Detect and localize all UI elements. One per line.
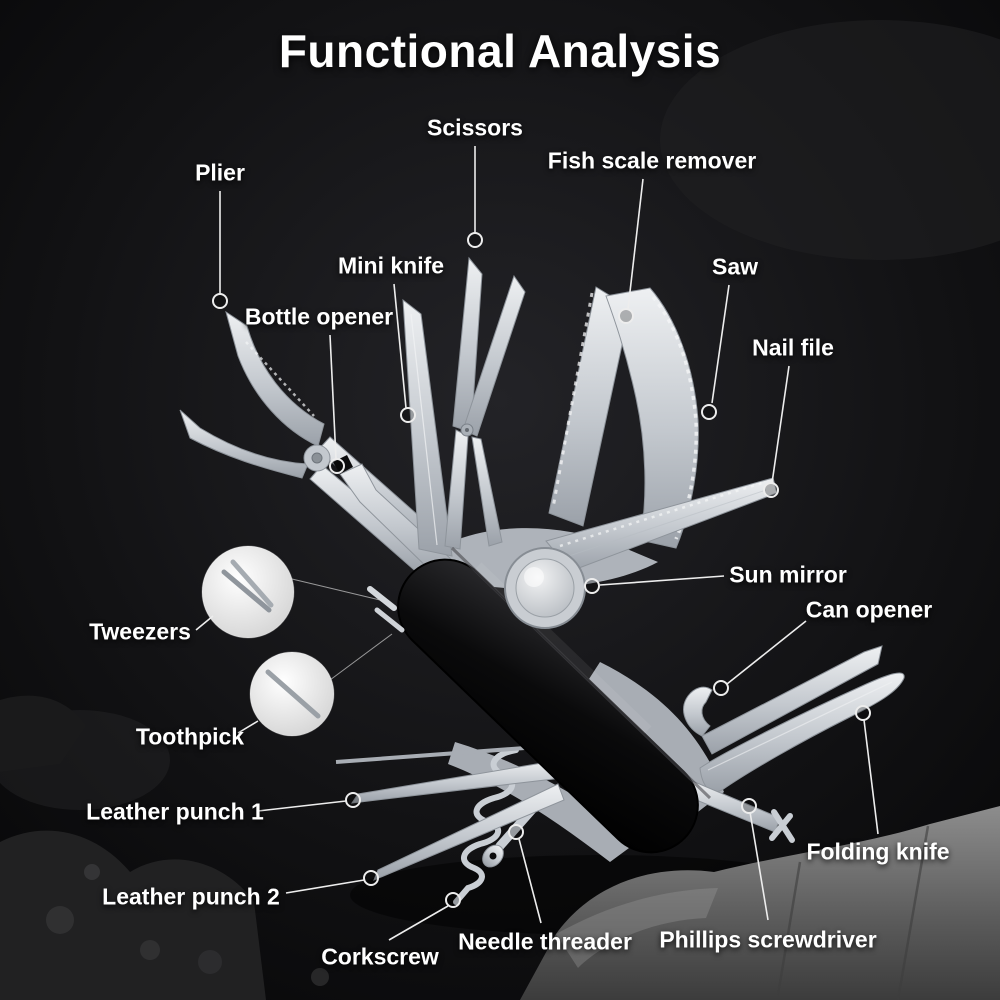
- label-phillips-screwdriver: Phillips screwdriver: [659, 926, 877, 953]
- rock-crack: [896, 825, 930, 1000]
- leader-can-opener: [713, 620, 807, 696]
- leader-sun-mirror: [584, 575, 725, 594]
- label-fish-scale-remover: Fish scale remover: [547, 147, 757, 174]
- label-needle-threader: Needle threader: [458, 928, 632, 955]
- rock-facet: [556, 888, 718, 968]
- label-leather-punch-1: Leather punch 1: [86, 798, 264, 825]
- label-bottle-opener: Bottle opener: [244, 303, 394, 330]
- tool-leather-punches: [335, 744, 565, 881]
- leader-nail-file: [763, 365, 790, 498]
- tweezers-nub: [367, 586, 397, 611]
- pebble: [198, 950, 222, 974]
- leader-phillips-screwdriver: [741, 798, 769, 921]
- rock-right: [520, 806, 1000, 1000]
- tweezers-inset: [201, 545, 381, 639]
- label-can-opener: Can opener: [805, 596, 933, 623]
- label-tweezers: Tweezers: [89, 618, 191, 645]
- leader-tweezers: [195, 615, 214, 631]
- sun-mirror-lens: [504, 547, 586, 629]
- toothpick-nub: [374, 607, 405, 633]
- label-nail-file: Nail file: [752, 334, 834, 361]
- leader-leather-punch-1: [257, 792, 361, 812]
- pebble: [311, 968, 329, 986]
- leader-folding-knife: [855, 705, 879, 835]
- leader-lines: [195, 146, 879, 941]
- leader-fish-scale-remover: [618, 178, 644, 324]
- leader-saw: [701, 284, 730, 420]
- label-leather-punch-2: Leather punch 2: [102, 883, 280, 910]
- leader-bottle-opener: [329, 334, 345, 474]
- leader-leather-punch-2: [285, 870, 379, 894]
- rocks: [0, 695, 1000, 1000]
- label-mini-knife: Mini knife: [337, 252, 445, 279]
- label-scissors: Scissors: [427, 114, 523, 141]
- tool-nail-file: [545, 477, 778, 572]
- label-sun-mirror: Sun mirror: [729, 561, 847, 588]
- leader-needle-threader: [508, 824, 542, 924]
- tool-can-opener: [683, 645, 883, 755]
- label-corkscrew: Corkscrew: [321, 943, 439, 970]
- background-glow: [660, 20, 1000, 260]
- leader-corkscrew: [388, 892, 461, 941]
- tool-mini-knife: [402, 298, 453, 557]
- pebble: [84, 864, 100, 880]
- label-saw: Saw: [711, 253, 759, 280]
- page-title: Functional Analysis: [278, 25, 722, 77]
- label-toothpick: Toothpick: [135, 723, 245, 750]
- rock-crack: [776, 861, 802, 996]
- leader-scissors: [467, 146, 483, 248]
- tool-folding-knife: [699, 672, 905, 793]
- pebble: [140, 940, 160, 960]
- tool-scissors: [444, 256, 526, 550]
- leader-plier: [212, 191, 228, 309]
- pebble: [46, 906, 74, 934]
- label-plier: Plier: [195, 159, 245, 186]
- leader-mini-knife: [393, 283, 416, 423]
- rock-left-small: [0, 695, 86, 772]
- leader-toothpick: [237, 720, 259, 734]
- label-folding-knife: Folding knife: [806, 838, 950, 865]
- toothpick-inset: [249, 633, 393, 737]
